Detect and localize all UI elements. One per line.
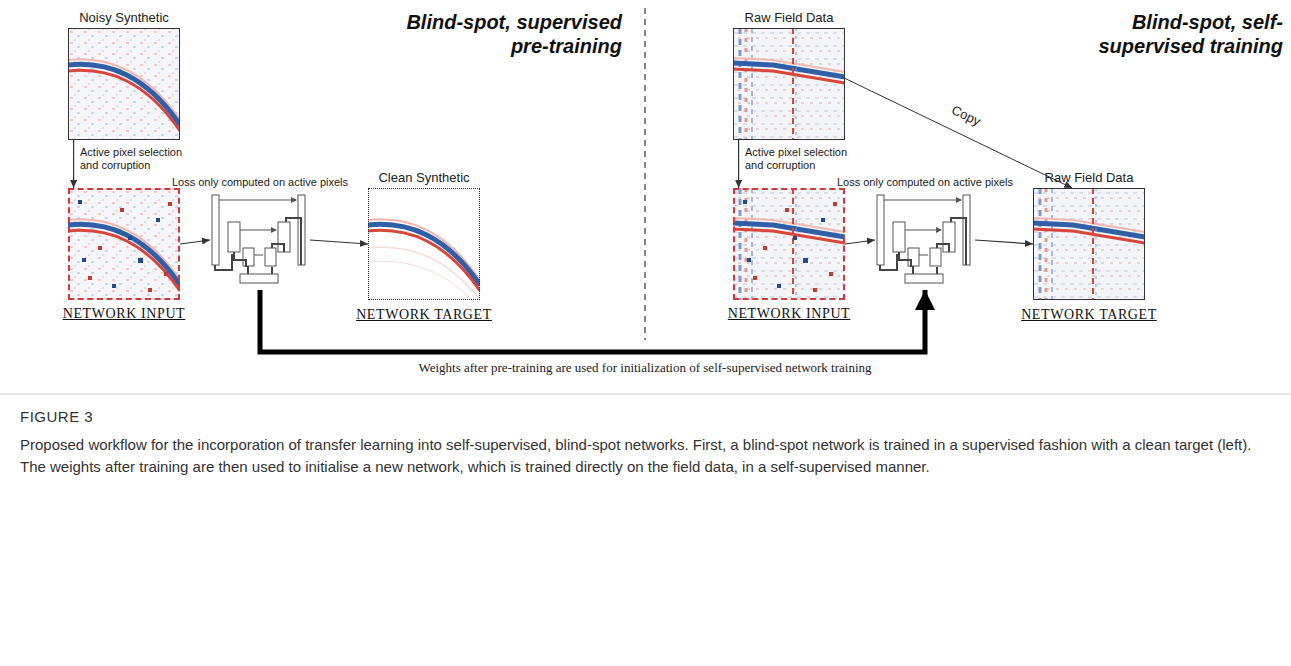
unet-symbol — [212, 195, 305, 283]
input-panel: NETWORK INPUT — [68, 188, 180, 300]
panel-heading: Loss only computed on active pixels — [830, 176, 1020, 188]
panel-title: Blind-spot, self-supervised training — [1043, 10, 1283, 58]
flow-arrow — [310, 240, 368, 244]
panel-heading: Noisy Synthetic — [49, 10, 199, 25]
target-panel: Raw Field DataNETWORK TARGET — [1033, 188, 1145, 300]
input-panel: NETWORK INPUT — [733, 188, 845, 300]
caption-rule — [0, 394, 1291, 395]
panel-heading: Clean Synthetic — [349, 170, 499, 185]
flow-arrow — [738, 140, 739, 188]
input-image — [733, 188, 845, 300]
flow-arrow — [73, 140, 74, 188]
panel-heading: Raw Field Data — [714, 10, 864, 25]
panel-heading: Raw Field Data — [1014, 170, 1164, 185]
edge-label: Active pixel selection and corruption — [745, 146, 865, 172]
panel-divider — [644, 8, 645, 340]
flow-arrow — [180, 240, 210, 244]
edge-label: Weights after pre-training are used for … — [418, 360, 871, 376]
unet-box: Loss only computed on active pixels — [210, 190, 310, 290]
noisy-synthetic-image — [68, 28, 180, 140]
panel-heading: Loss only computed on active pixels — [165, 176, 355, 188]
target-panel: Clean SyntheticNETWORK TARGET — [368, 188, 480, 300]
unet-symbol — [877, 195, 970, 283]
field-data-image — [733, 28, 845, 140]
edge-label: Copy — [948, 101, 985, 129]
panel-caption: NETWORK INPUT — [715, 306, 863, 322]
figure-number: FIGURE 3 — [20, 408, 93, 425]
clean-synthetic-image — [368, 188, 480, 308]
panel-caption: NETWORK INPUT — [50, 306, 198, 322]
image-panel: Raw Field Data — [733, 28, 845, 140]
flow-arrow — [845, 78, 1072, 188]
figure-caption: Proposed workflow for the incorporation … — [20, 434, 1270, 478]
panel-caption: NETWORK TARGET — [349, 307, 499, 323]
flow-arrow — [975, 240, 1033, 244]
edge-label: Active pixel selection and corruption — [80, 146, 200, 172]
input-image — [68, 188, 180, 300]
active-pixels — [743, 200, 837, 292]
panel-caption: NETWORK TARGET — [1014, 307, 1164, 323]
unet-box: Loss only computed on active pixels — [875, 190, 975, 290]
image-panel: Noisy Synthetic — [68, 28, 180, 140]
panel-title: Blind-spot, supervised pre-training — [382, 10, 622, 58]
field-target-image — [1033, 188, 1145, 300]
active-pixels — [78, 200, 172, 292]
flow-arrow — [845, 240, 875, 244]
